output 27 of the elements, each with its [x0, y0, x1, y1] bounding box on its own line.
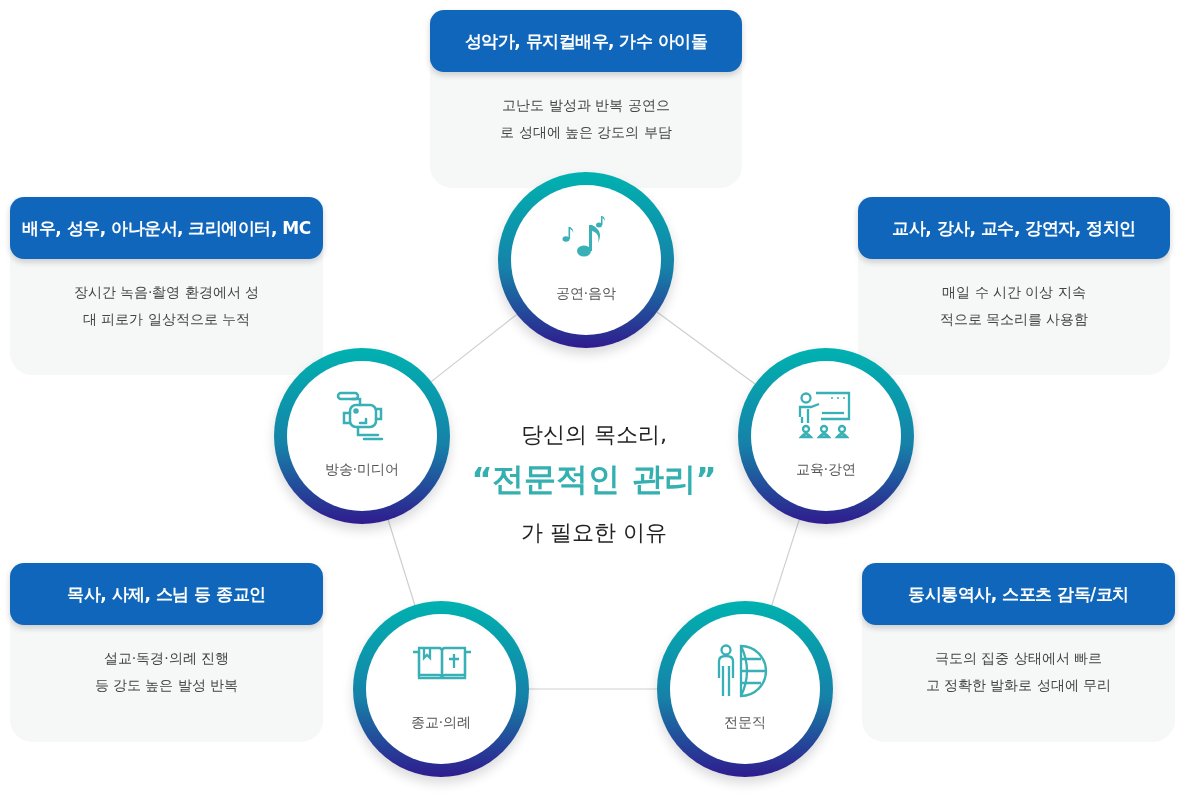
connector-line — [387, 519, 416, 606]
card-header: 성악가, 뮤지컬배우, 가수 아이돌 — [430, 10, 742, 72]
highlight-text: “전문적인 관리” — [470, 459, 718, 500]
card-header: 배우, 성우, 아나운서, 크리에이터, MC — [10, 197, 323, 259]
card-background — [10, 563, 323, 742]
card-header: 교사, 강사, 교수, 강연자, 정치인 — [858, 197, 1170, 259]
card-background — [862, 563, 1175, 742]
connector-line — [771, 519, 800, 606]
connector-line — [430, 313, 518, 383]
card-background — [858, 197, 1170, 375]
heading-text: 당신의 목소리, — [520, 421, 668, 449]
category-label: 공연·음악 — [554, 285, 618, 303]
description-text: 장시간 녹음·촬영 환경에서 성대 피로가 일상적으로 누적 — [72, 283, 261, 329]
category-label: 교육·강연 — [794, 461, 858, 479]
card-header: 목사, 사제, 스님 등 종교인 — [10, 563, 323, 625]
connector-line — [656, 311, 756, 385]
description-text: 매일 수 시간 이상 지속적으로 목소리를 사용함 — [938, 283, 1090, 329]
category-label: 방송·미디어 — [323, 461, 401, 479]
description-text: 고난도 발성과 반복 공연으로 성대에 높은 강도의 부담 — [499, 96, 673, 142]
card-background — [430, 10, 742, 188]
category-label: 전문직 — [723, 714, 767, 732]
card-header: 동시통역사, 스포츠 감독/코치 — [862, 563, 1175, 625]
heading-text: 가 필요한 이유 — [520, 519, 668, 547]
category-label: 종교·의례 — [409, 714, 473, 732]
description-text: 극도의 집중 상태에서 빠르고 정확한 발화로 성대에 무리 — [924, 649, 1113, 695]
card-background — [10, 197, 323, 375]
description-text: 설교·독경·의례 진행 등 강도 높은 발성 반복 — [93, 649, 240, 695]
